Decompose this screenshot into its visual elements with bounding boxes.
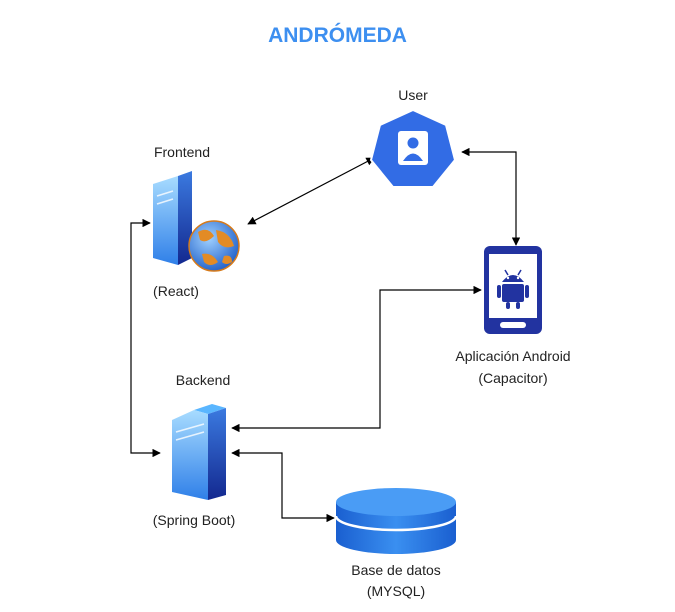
android-phone-icon: [484, 246, 542, 334]
database-sublabel: (MYSQL): [366, 583, 426, 599]
frontend-label: Frontend: [153, 144, 211, 160]
edge-frontend-backend: [130, 218, 161, 458]
android-app-label: Aplicación Android: [455, 348, 571, 364]
backend-sublabel: (Spring Boot): [152, 512, 236, 528]
edge-backend-database: [231, 448, 335, 523]
user-icon: [369, 108, 457, 188]
user-label: User: [398, 87, 428, 103]
web-server-icon: [153, 171, 240, 272]
android-app-sublabel: (Capacitor): [478, 370, 548, 386]
edge-user-frontend: [247, 157, 375, 225]
backend-label: Backend: [175, 372, 231, 388]
database-label: Base de datos: [351, 562, 441, 578]
database-icon: [334, 488, 458, 554]
server-icon: [172, 404, 226, 500]
edge-android-backend: [231, 285, 482, 433]
diagram-title: ANDRÓMEDA: [268, 24, 407, 47]
frontend-sublabel: (React): [153, 283, 199, 299]
edges: [130, 147, 521, 523]
edge-user-android: [461, 147, 521, 246]
